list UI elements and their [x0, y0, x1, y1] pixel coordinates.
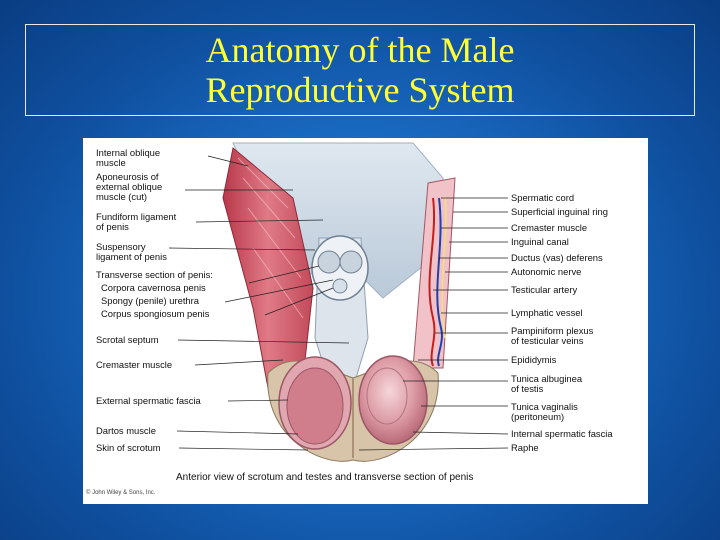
label-internal-spermatic-fascia: Internal spermatic fascia	[511, 428, 613, 439]
label-external-spermatic-fascia: External spermatic fascia	[96, 395, 201, 406]
figure-caption: Anterior view of scrotum and testes and …	[176, 472, 474, 483]
label-skin-of-scrotum: Skin of scrotum	[96, 442, 161, 453]
label-superficial-inguinal-ring: Superficial inguinal ring	[511, 206, 608, 217]
label-tunica-albuginea-2: of testis	[511, 383, 544, 394]
anatomy-figure: Internal oblique muscle Aponeurosis of e…	[83, 138, 648, 504]
label-transverse-section: Transverse section of penis:	[96, 269, 213, 280]
label-corpora-cavernosa: Corpora cavernosa penis	[101, 282, 206, 293]
slide-title-line-1: Anatomy of the Male	[205, 30, 515, 70]
label-testicular-artery: Testicular artery	[511, 284, 578, 295]
label-aponeurosis-1: Aponeurosis of	[96, 171, 159, 182]
label-corpus-spongiosum: Corpus spongiosum penis	[101, 308, 210, 319]
slide-title-line-2: Reproductive System	[205, 70, 515, 110]
slide-title-box: Anatomy of the Male Reproductive System	[25, 24, 695, 116]
label-internal-oblique-2: muscle	[96, 157, 126, 168]
label-epididymis: Epididymis	[511, 354, 557, 365]
label-scrotal-septum: Scrotal septum	[96, 334, 159, 345]
label-spermatic-cord: Spermatic cord	[511, 192, 575, 203]
label-suspensory-1: Suspensory	[96, 241, 146, 252]
label-ductus-deferens: Ductus (vas) deferens	[511, 252, 603, 263]
label-internal-oblique-1: Internal oblique	[96, 147, 161, 158]
label-fundiform-1: Fundiform ligament	[96, 211, 177, 222]
label-tunica-vaginalis-1: Tunica vaginalis	[511, 401, 578, 412]
label-autonomic-nerve: Autonomic nerve	[511, 266, 582, 277]
label-cremaster-muscle-left: Cremaster muscle	[96, 359, 173, 370]
testis-shape	[358, 355, 428, 445]
label-aponeurosis-3: muscle (cut)	[96, 191, 148, 202]
anatomy-illustration	[168, 142, 509, 462]
label-cremaster-muscle-right: Cremaster muscle	[511, 222, 588, 233]
label-inguinal-canal: Inguinal canal	[511, 236, 569, 247]
label-tunica-albuginea-1: Tunica albuginea	[511, 373, 583, 384]
label-aponeurosis-2: external oblique	[96, 181, 163, 192]
label-raphe: Raphe	[511, 442, 539, 453]
label-dartos-muscle: Dartos muscle	[96, 425, 156, 436]
figure-credit: © John Wiley & Sons, Inc.	[86, 490, 156, 496]
spermatic-cord-shape	[412, 177, 456, 369]
label-pampiniform-plexus-1: Pampiniform plexus	[511, 325, 594, 336]
label-pampiniform-plexus-2: of testicular veins	[511, 335, 584, 346]
label-fundiform-2: of penis	[96, 221, 129, 232]
label-tunica-vaginalis-2: (peritoneum)	[511, 411, 565, 422]
label-lymphatic-vessel: Lymphatic vessel	[511, 307, 583, 318]
label-suspensory-2: ligament of penis	[96, 251, 167, 262]
label-spongy-urethra: Spongy (penile) urethra	[101, 295, 199, 306]
